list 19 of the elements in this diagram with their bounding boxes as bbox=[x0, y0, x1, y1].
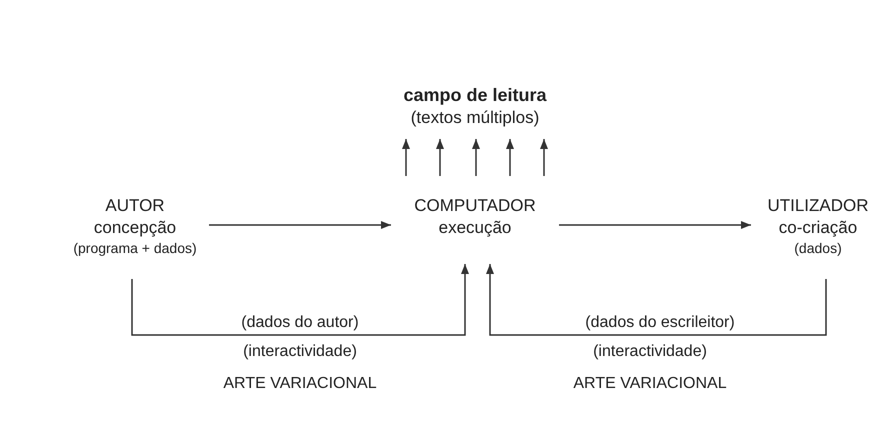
arrow bbox=[131, 264, 469, 336]
arrow bbox=[402, 139, 410, 176]
arrow bbox=[486, 264, 827, 336]
node-text: (textos múltiplos) bbox=[410, 107, 540, 130]
node-heading: campo de leitura bbox=[403, 84, 547, 107]
node-heading: COMPUTADOR bbox=[414, 195, 536, 217]
node-text: co-criação bbox=[778, 217, 858, 240]
arrow bbox=[559, 221, 751, 229]
arrow bbox=[436, 139, 444, 176]
arrow bbox=[540, 139, 548, 176]
arrow bbox=[209, 221, 391, 229]
node-heading: UTILIZADOR bbox=[767, 195, 869, 217]
node-text: (programa + dados) bbox=[73, 239, 197, 258]
node-text: execução bbox=[438, 217, 512, 240]
arrow bbox=[506, 139, 514, 176]
node-text: concepção bbox=[94, 217, 176, 240]
arrow bbox=[472, 139, 480, 176]
node-text: (dados) bbox=[794, 239, 842, 258]
node-heading: AUTOR bbox=[105, 195, 165, 217]
